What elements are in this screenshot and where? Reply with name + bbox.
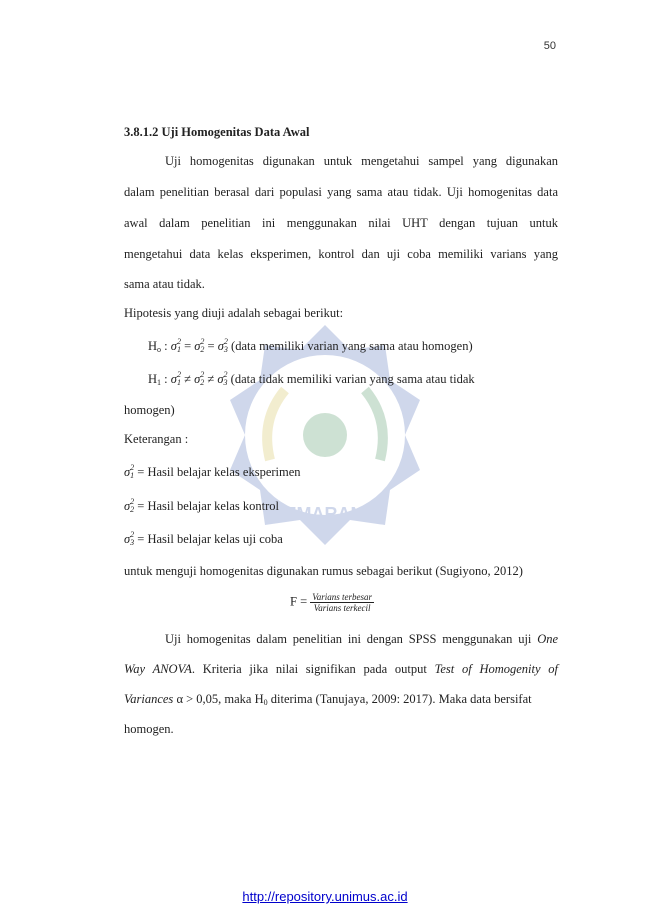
variance-fraction: Varians terbesar Varians terkecil [310, 592, 375, 613]
para1-line-5: sama atau tidak. [124, 277, 205, 291]
para1-line-4: mengetahui data kelas eksperimen, kontro… [124, 247, 558, 261]
para1-line-2: dalam penelitian berasal dari populasi y… [124, 185, 558, 199]
footer: http://repository.unimus.ac.id [0, 889, 650, 904]
university-logo-watermark: SEMARANG [230, 325, 420, 545]
fraction-denominator: Varians terkecil [313, 603, 371, 613]
section-heading: 3.8.1.2 Uji Homogenitas Data Awal [124, 125, 310, 139]
watermark-text: SEMARANG [272, 504, 377, 524]
formula-intro: untuk menguji homogenitas digunakan rumu… [124, 564, 523, 578]
para2-line-3: Variances α > 0,05, maka H0 diterima (Ta… [124, 692, 532, 707]
keterangan-label: Keterangan : [124, 432, 189, 446]
hypothesis-intro: Hipotesis yang diuji adalah sebagai beri… [124, 306, 344, 320]
para2-line-2: Way ANOVA. Kriteria jika nilai signifika… [124, 662, 558, 676]
definition-sigma-3: σ32 = Hasil belajar kelas uji coba [124, 530, 283, 547]
para1-line-3: awal dalam penelitian ini menggunakan ni… [124, 216, 558, 230]
definition-sigma-1: σ12 = Hasil belajar kelas eksperimen [124, 463, 301, 480]
hypothesis-h1-cont: homogen) [124, 403, 175, 417]
para2-line-1: Uji homogenitas dalam penelitian ini den… [165, 632, 559, 646]
definition-sigma-2: σ22 = Hasil belajar kelas kontrol [124, 497, 280, 514]
repository-link[interactable]: http://repository.unimus.ac.id [242, 889, 408, 904]
para1-line-1: Uji homogenitas digunakan untuk mengetah… [165, 154, 558, 168]
hypothesis-h1: H1 : σ12 ≠ σ22 ≠ σ32 (data tidak memilik… [148, 370, 475, 387]
fraction-numerator: Varians terbesar [310, 592, 375, 603]
para2-line-4: homogen. [124, 722, 174, 736]
f-formula: F = Varians terbesar Varians terkecil [290, 592, 375, 613]
page-number: 50 [543, 40, 556, 52]
hypothesis-h0: Ho : σ12 = σ22 = σ32 (data memiliki vari… [148, 337, 473, 354]
